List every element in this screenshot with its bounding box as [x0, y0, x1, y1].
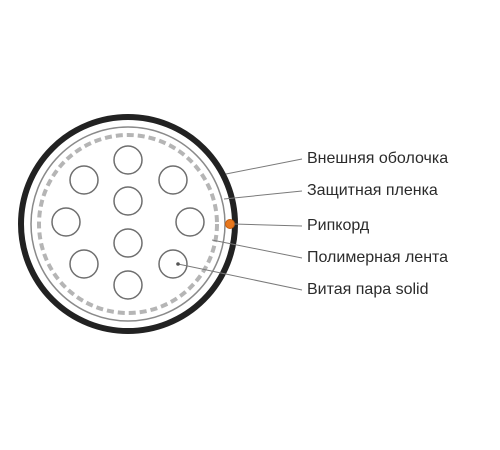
leader-dot-twisted-pair [176, 262, 180, 266]
label-polymer-tape: Полимерная лента [307, 249, 449, 266]
twisted-pair-6 [175, 207, 205, 237]
twisted-pair-9 [158, 249, 188, 279]
twisted-pair-7 [113, 228, 143, 258]
twisted-pair-8 [69, 249, 99, 279]
label-twisted-pair: Витая пара solid [307, 281, 429, 298]
twisted-pair-2 [69, 165, 99, 195]
label-outer-sheath: Внешняя оболочка [307, 150, 449, 167]
twisted-pair-3 [158, 165, 188, 195]
twisted-pair-1 [113, 145, 143, 175]
twisted-pairs-group [51, 145, 205, 300]
leader-line-twisted-pair [177, 263, 303, 291]
ripcord [225, 219, 235, 229]
leader-lines [177, 158, 303, 291]
twisted-pair-10 [113, 270, 143, 300]
label-protective-film: Защитная пленка [307, 182, 438, 199]
twisted-pair-5 [51, 207, 81, 237]
leader-line-ripcord [233, 223, 303, 227]
twisted-pair-4 [113, 186, 143, 216]
polymer-tape [37, 133, 219, 315]
leader-line-polymer-tape [211, 239, 303, 259]
label-ripcord: Рипкорд [307, 217, 370, 234]
leader-line-protective-film [223, 190, 303, 200]
leader-line-outer-sheath [225, 158, 303, 175]
